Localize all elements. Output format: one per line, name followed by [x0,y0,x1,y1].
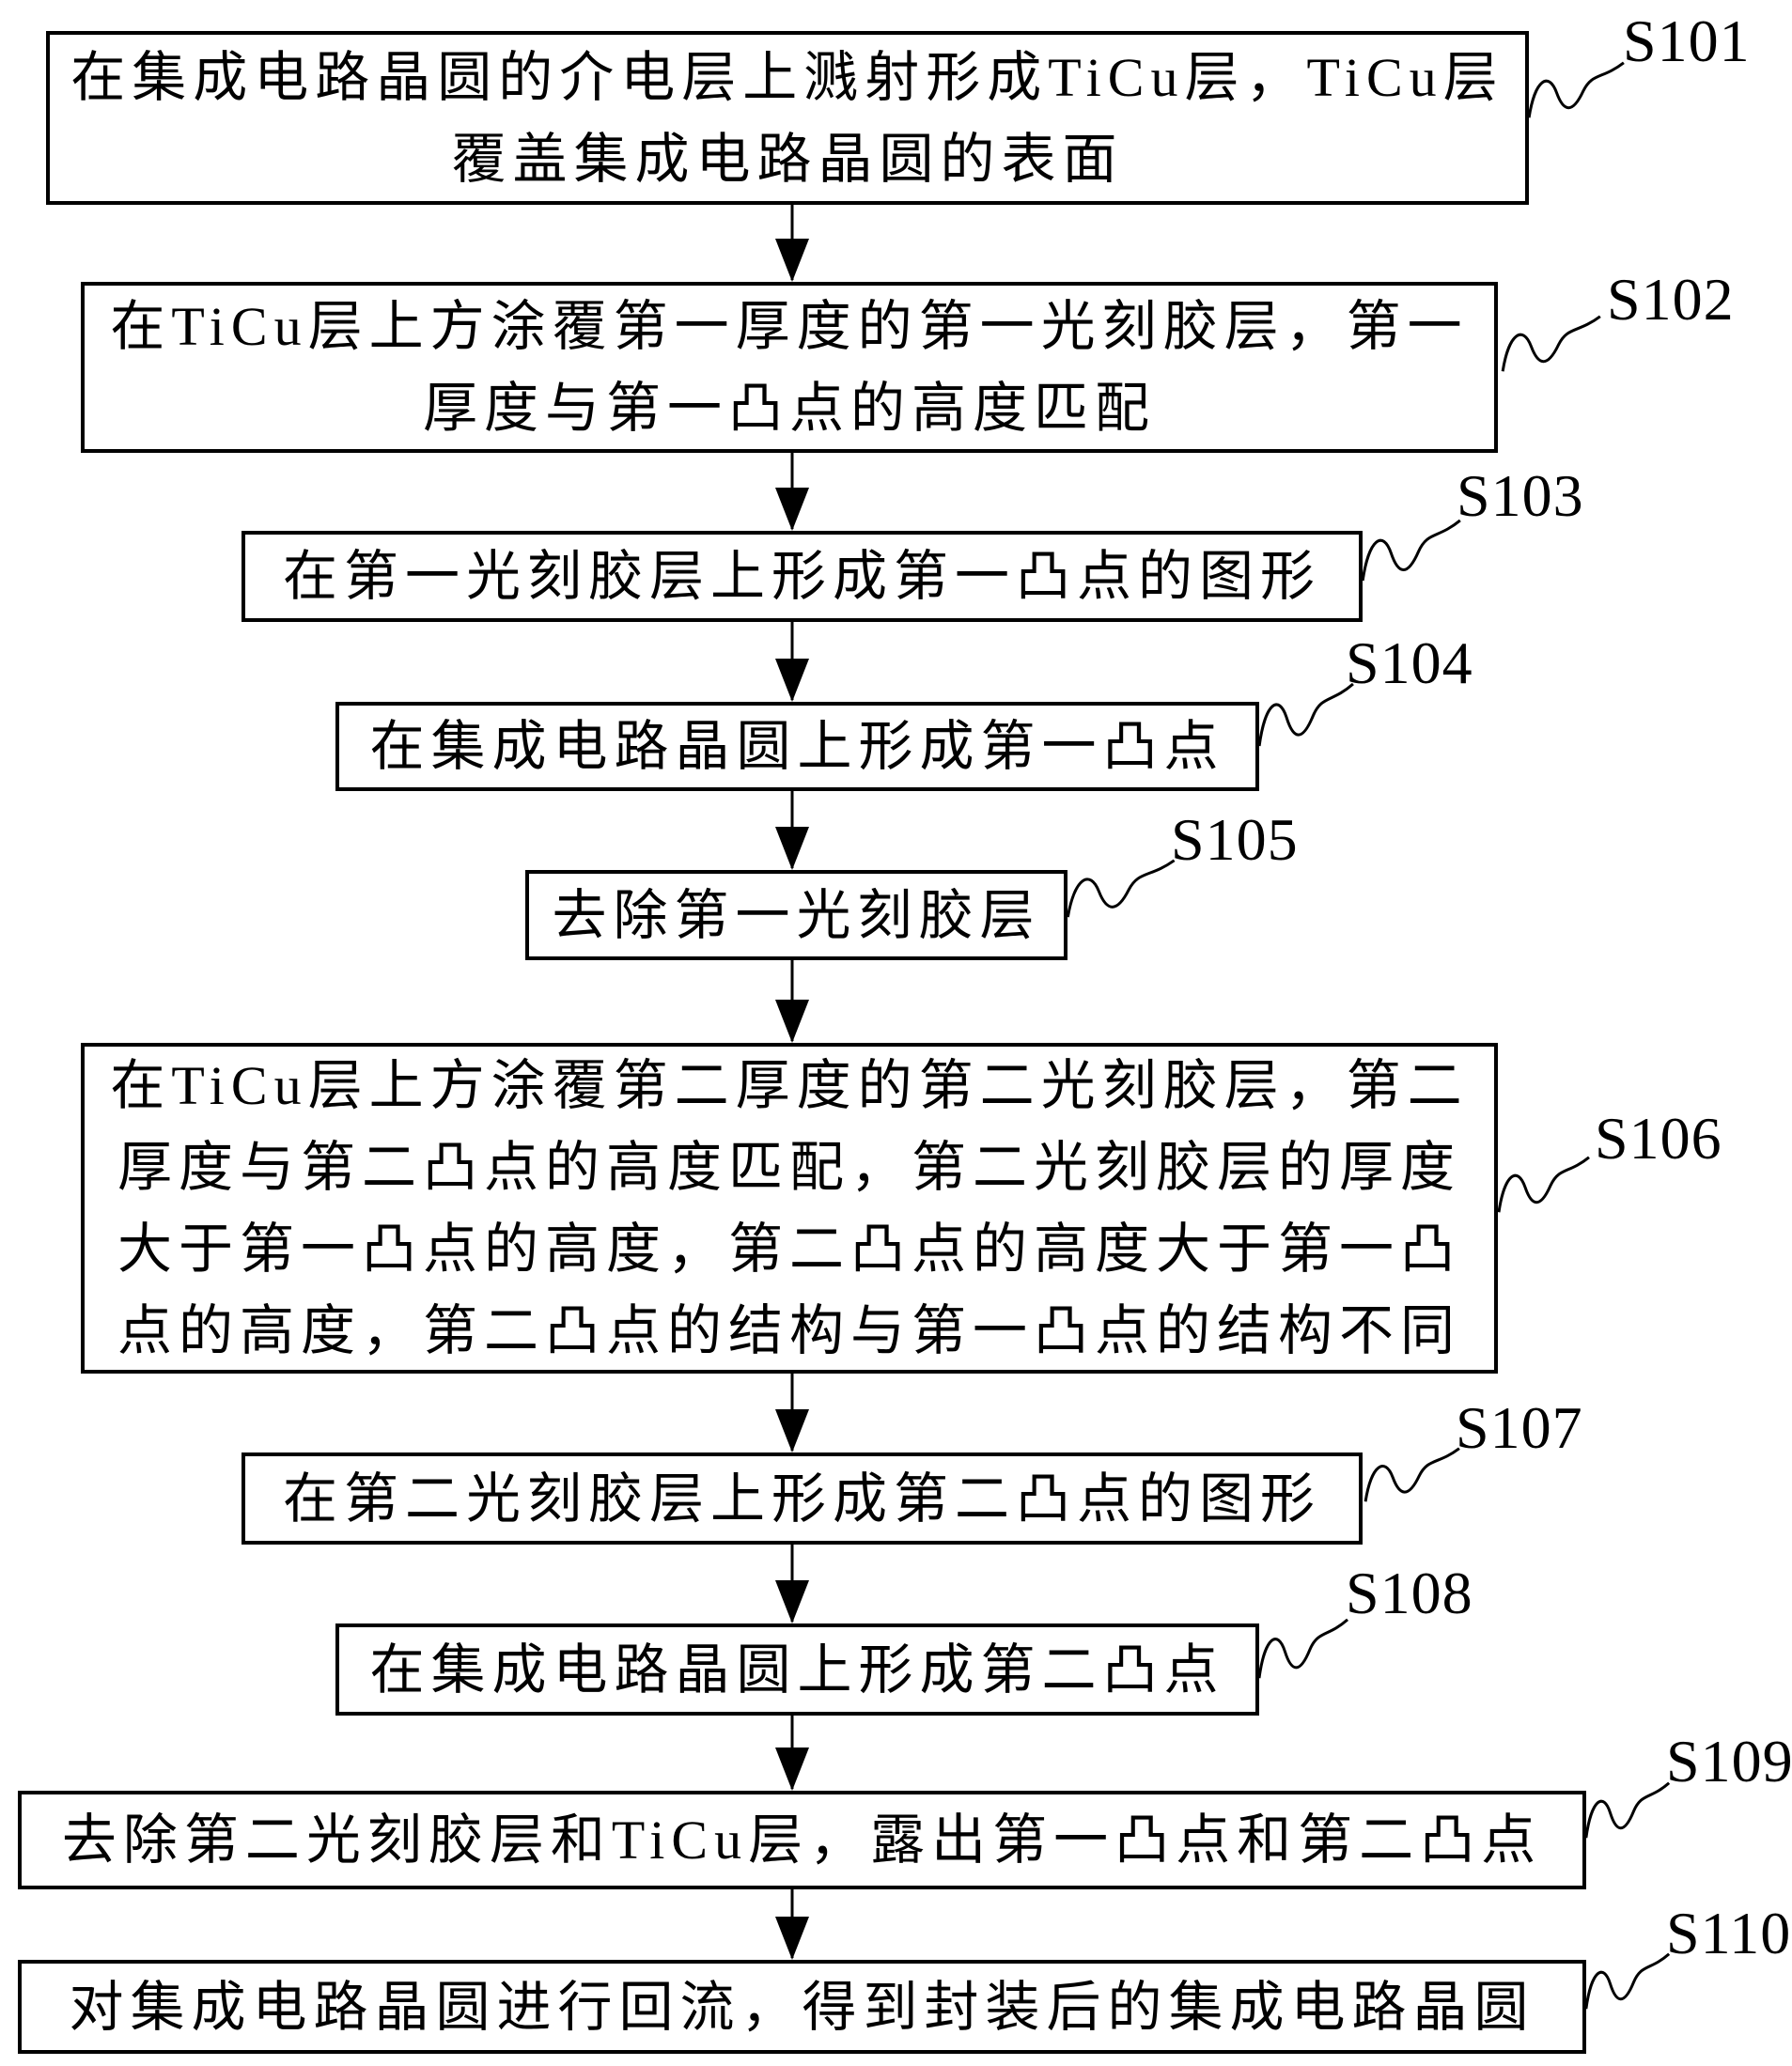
step-label-s108: S108 [1346,1560,1473,1626]
step-box-s107: 在第二光刻胶层上形成第二凸点的图形 [242,1452,1363,1545]
step-box-s106: 在TiCu层上方涂覆第二厚度的第二光刻胶层，第二 厚度与第二凸点的高度匹配，第二… [81,1043,1498,1374]
flow-arrow-4 [775,791,809,870]
arrow-head-icon [775,1000,809,1043]
squiggle-path [1503,317,1600,371]
connector-squiggle-s103 [1361,519,1462,583]
flow-arrow-8 [775,1716,809,1791]
arrow-head-icon [775,1917,809,1960]
step-box-s109: 去除第二光刻胶层和TiCu层，露出第一凸点和第二凸点 [18,1791,1586,1889]
squiggle-path [1259,684,1353,746]
squiggle-path [1586,1783,1669,1838]
flow-arrow-6 [775,1374,809,1452]
arrow-head-icon [775,1409,809,1452]
connector-squiggle-s106 [1497,1156,1591,1214]
step-label-s104: S104 [1346,629,1473,696]
flow-arrow-7 [775,1545,809,1623]
squiggle-path [1365,1449,1459,1502]
arrow-head-icon [775,827,809,870]
step-label-s102: S102 [1607,266,1735,333]
step-box-s105: 去除第一光刻胶层 [525,870,1067,960]
connector-squiggle-s108 [1257,1618,1349,1680]
squiggle-path [1499,1157,1589,1212]
squiggle-path [1529,63,1624,117]
step-label-s110: S110 [1666,1900,1792,1966]
step-box-s101: 在集成电路晶圆的介电层上溅射形成TiCu层，TiCu层 覆盖集成电路晶圆的表面 [46,31,1529,205]
arrow-head-icon [775,488,809,531]
step-label-s105: S105 [1171,806,1299,873]
connector-squiggle-s107 [1363,1447,1461,1503]
connector-squiggle-s102 [1501,315,1602,373]
connector-squiggle-s105 [1066,859,1176,919]
squiggle-path [1067,861,1174,917]
squiggle-path [1586,1954,1669,2009]
flow-arrow-3 [775,622,809,702]
step-label-s109: S109 [1666,1728,1792,1794]
connector-squiggle-s101 [1527,61,1626,119]
step-box-s103: 在第一光刻胶层上形成第一凸点的图形 [242,531,1363,622]
squiggle-path [1259,1620,1348,1678]
step-box-s108: 在集成电路晶圆上形成第二凸点 [335,1623,1259,1716]
arrow-head-icon [775,1748,809,1791]
connector-squiggle-s110 [1584,1952,1671,2011]
step-label-s103: S103 [1457,462,1584,529]
arrow-head-icon [775,1580,809,1623]
connector-squiggle-s109 [1584,1781,1671,1840]
step-box-s102: 在TiCu层上方涂覆第一厚度的第一光刻胶层，第一 厚度与第一凸点的高度匹配 [81,282,1498,453]
step-label-s107: S107 [1456,1394,1583,1461]
flow-arrow-5 [775,960,809,1043]
flow-arrow-1 [775,205,809,282]
flow-arrow-9 [775,1889,809,1960]
step-box-s110: 对集成电路晶圆进行回流，得到封装后的集成电路晶圆 [18,1960,1586,2054]
flow-arrow-2 [775,453,809,531]
step-label-s106: S106 [1595,1105,1722,1172]
squiggle-path [1363,520,1460,581]
step-box-s104: 在集成电路晶圆上形成第一凸点 [335,702,1259,791]
arrow-head-icon [775,239,809,282]
arrow-head-icon [775,659,809,702]
connector-squiggle-s104 [1257,682,1355,748]
step-label-s101: S101 [1623,8,1751,74]
